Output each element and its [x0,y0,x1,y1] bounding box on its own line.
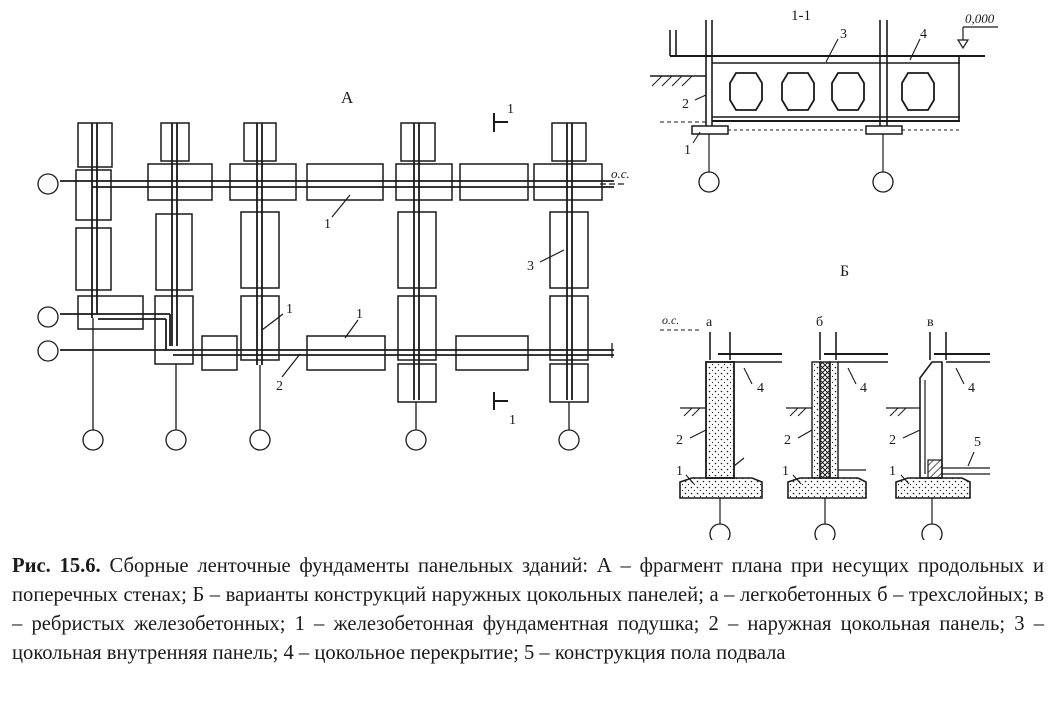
section-elevation: 0,000 [965,11,995,26]
section-label-pad: 1 [684,143,691,158]
plan-level-label: о.с. [611,166,630,181]
variant-c-letter: в [927,315,934,330]
variant-b-pad: 1 [782,464,789,479]
section-title: 1-1 [791,8,811,24]
plan-label-pad: 1 [356,307,363,322]
variant-a-panel: 2 [676,433,683,448]
plan-a: А 1 1 о.с. 1 1 1 2 3 [37,88,630,451]
variant-b-panel: 2 [784,433,791,448]
section-label-panel: 2 [682,97,689,112]
plan-mark-a: А [341,88,354,107]
hollow-cores [729,72,935,111]
caption-label: Рис. 15.6. [12,555,101,577]
section-1-1: 1-1 0,000 [650,8,998,193]
caption-text: Сборные ленточные фундаменты панельных з… [12,555,1044,664]
variant-c: в 4 2 1 5 [886,315,990,540]
plan-leaders [261,194,565,378]
plan-walls [60,123,614,400]
variant-c-basement-floor: 5 [974,435,981,450]
variants-level-label: о.с. [662,313,679,327]
variants-b: Б о.с. а 4 2 1 б [660,263,990,540]
variant-c-pad: 1 [889,464,896,479]
variant-a-letter: а [706,315,713,330]
foundation-drawing: А 1 1 о.с. 1 1 1 2 3 1-1 0,000 [37,8,998,540]
section-label-floor: 4 [920,27,927,42]
plan-label-slab-top: 1 [324,217,331,232]
variant-a-floor: 4 [757,381,764,396]
plan-label-slab-bottom: 1 [286,302,293,317]
variant-c-panel: 2 [889,433,896,448]
plan-label-outer-panel: 2 [276,379,283,394]
figure-caption: Рис. 15.6. Сборные ленточные фундаменты … [12,552,1044,668]
cut-number-top: 1 [507,102,514,117]
variant-a-pad: 1 [676,464,683,479]
variant-b: б 4 2 1 [782,315,888,540]
variant-b-letter: б [816,315,823,330]
variants-title: Б [840,263,849,280]
plan-pads [75,122,603,403]
variant-b-floor: 4 [860,381,867,396]
section-cut-marks [493,113,508,410]
cut-number-bottom: 1 [509,413,516,428]
variant-a: а 4 2 1 [676,315,782,540]
section-label-slab: 3 [840,27,847,42]
plan-label-inner-panel: 3 [527,259,534,274]
variant-c-floor: 4 [968,381,975,396]
plan-axes [37,173,625,451]
